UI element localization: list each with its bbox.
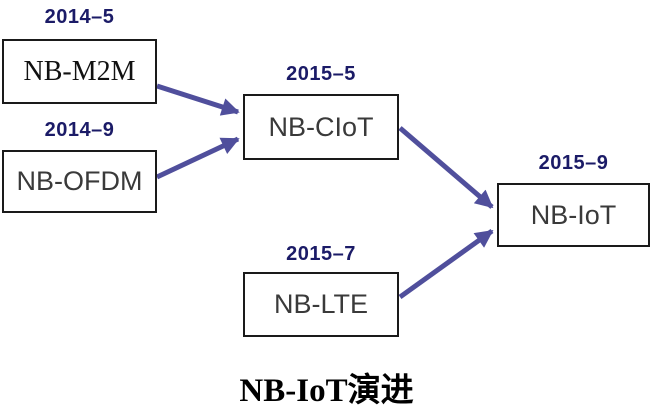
arrow-lte-to-iot [398,228,494,300]
node-label-nb-ciot: NB-CIoT [268,111,374,142]
date-label-nb-ofdm: 2014–9 [44,119,115,141]
node-nb-m2m: NB-M2M [2,39,157,104]
node-nb-iot: NB-IoT [497,183,650,247]
date-label-nb-lte: 2015–7 [286,243,356,265]
date-label-nb-m2m: 2014–5 [44,6,115,28]
arrow-ofdm-to-ciot [155,136,240,180]
node-nb-lte: NB-LTE [243,272,399,337]
node-label-nb-lte: NB-LTE [273,289,368,319]
node-label-nb-ofdm: NB-OFDM [16,166,143,196]
node-nb-ciot: NB-CIoT [243,94,399,160]
date-label-nb-iot: 2015–9 [538,152,609,174]
date-label-nb-ciot: 2015–5 [286,63,356,85]
arrow-ciot-to-iot [398,126,494,209]
node-nb-ofdm: NB-OFDM [2,150,157,213]
node-label-nb-m2m: NB-M2M [23,55,136,87]
arrow-m2m-to-ciot [156,83,240,116]
node-label-nb-iot: NB-IoT [530,199,617,230]
diagram-title: NB-IoT演进 [239,373,414,409]
